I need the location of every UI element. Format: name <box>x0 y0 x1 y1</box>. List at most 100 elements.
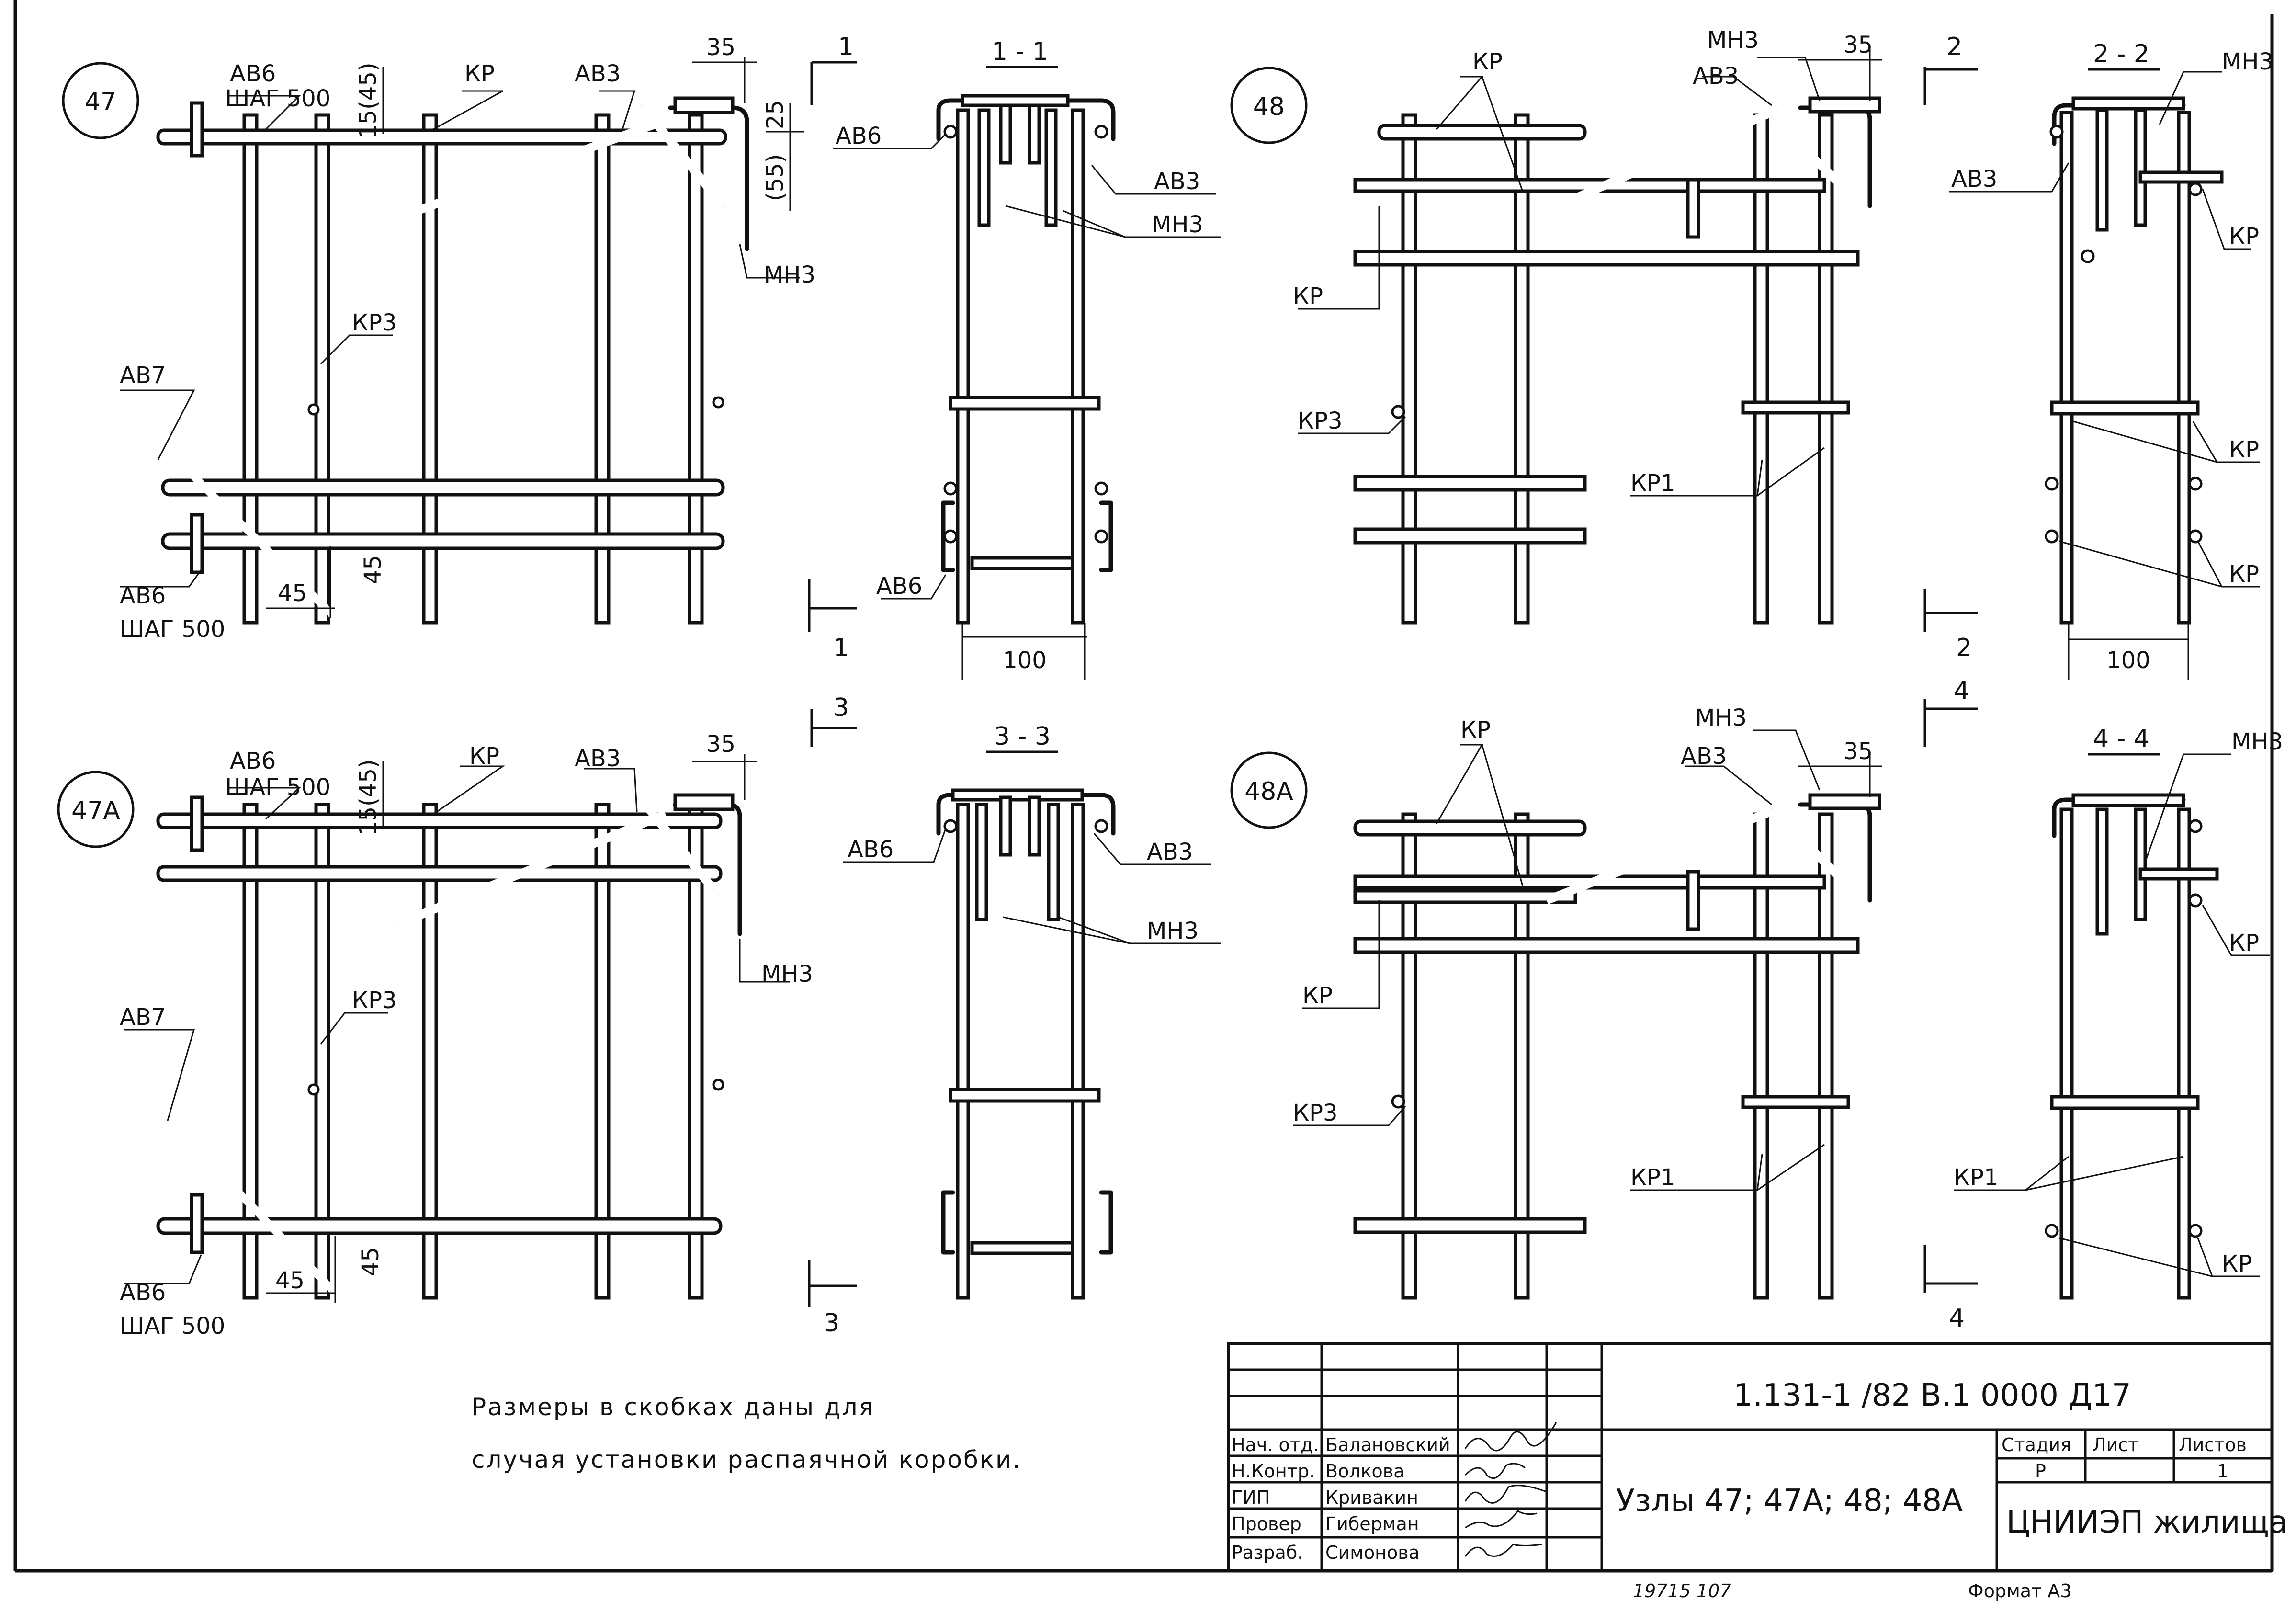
bar <box>161 532 725 550</box>
person-name: Гиберман <box>1325 1513 1419 1534</box>
dim-100: 100 <box>1003 647 1047 674</box>
format-label: Формат А3 <box>1968 1580 2071 1601</box>
doc-code: 1.131-1 /82 В.1 0000 Д17 <box>1733 1378 2131 1413</box>
title-block: 1.131-1 /82 В.1 0000 Д17 Узлы 47; 47А; 4… <box>1227 1342 2288 1572</box>
bar <box>161 478 725 497</box>
note-line-1: Размеры в скобках даны для <box>472 1393 875 1421</box>
section-title-4-4: 4 - 4 <box>2093 725 2149 753</box>
dim-45: 45 <box>278 580 307 607</box>
label-step: ШАГ 500 <box>120 1313 225 1340</box>
label-mn3: МН3 <box>1152 211 1203 238</box>
label-ab3: АВ3 <box>1951 166 1997 193</box>
label-ab3: АВ3 <box>1154 168 1200 195</box>
dim-55: (55) <box>762 154 789 201</box>
label-kp: КР <box>1293 283 1323 310</box>
dim-15-45: 15(45) <box>355 62 382 139</box>
label-kp: КР <box>1460 716 1491 743</box>
section-marker-1: 1 1 <box>808 33 857 662</box>
label-kp: КР <box>2229 436 2259 463</box>
dim-45: 45 <box>360 555 386 584</box>
label-ab3: АВ3 <box>575 60 621 87</box>
person-name: Кривакин <box>1325 1487 1418 1508</box>
label-kp3: КР3 <box>1298 408 1343 434</box>
person-name: Волкова <box>1325 1461 1405 1482</box>
dim-15-45: 15(45) <box>355 759 382 836</box>
sheet-header: Лист <box>2092 1434 2138 1455</box>
signature <box>1464 1422 1557 1452</box>
doc-title: Узлы 47; 47А; 48; 48А <box>1616 1483 1963 1519</box>
node-47a-circle <box>57 771 135 848</box>
node-47-plan: 47 <box>62 34 815 643</box>
ab6-stub <box>190 513 204 574</box>
label-ab6: АВ6 <box>836 123 882 149</box>
label-mn3: МН3 <box>764 261 815 288</box>
label-kp3: КР3 <box>352 309 397 336</box>
dim-35: 35 <box>1844 738 1873 765</box>
label-kp1: КР1 <box>1630 1164 1675 1191</box>
dim-45: 45 <box>275 1267 305 1294</box>
label-ab6: АВ6 <box>230 748 276 774</box>
section-1-bottom: 1 <box>833 634 849 662</box>
section-marker-2: 2 2 <box>1923 33 1978 662</box>
label-kp1: КР1 <box>1630 470 1675 497</box>
section-3-top: 3 <box>833 693 849 722</box>
dim-45: 45 <box>357 1247 384 1276</box>
node-48a-plan: 48А КР МН3 АВ3 КР КР3 КР1 3 <box>1230 704 1882 1300</box>
role: Нач. отд. <box>1232 1434 1319 1455</box>
dim-100: 100 <box>2106 647 2150 674</box>
label-step: ШАГ 500 <box>225 85 330 112</box>
label-kp: КР <box>1302 982 1333 1009</box>
stage-header: Стадия <box>2002 1434 2071 1455</box>
section-2-top: 2 <box>1946 33 1962 61</box>
signature <box>1464 1544 1542 1557</box>
dim-35: 35 <box>706 731 735 758</box>
node-47-circle <box>62 62 139 139</box>
sheets-header: Листов <box>2179 1434 2247 1455</box>
label-ab6: АВ6 <box>848 836 894 863</box>
label-kp: КР <box>469 743 499 770</box>
dim-35: 35 <box>1844 32 1873 58</box>
dim-35: 35 <box>706 34 735 61</box>
section-4-top: 4 <box>1954 677 1969 705</box>
signature <box>1464 1463 1526 1479</box>
section-title-3-3: 3 - 3 <box>994 722 1051 751</box>
role: Провер <box>1232 1513 1301 1534</box>
section-marker-4: 4 4 <box>1923 677 1978 1333</box>
node-47-label: 47 <box>85 88 116 116</box>
role: ГИП <box>1232 1487 1270 1508</box>
ab6-bar <box>156 128 727 146</box>
dim-25: 25 <box>762 100 789 129</box>
label-kp3: КР3 <box>1293 1100 1338 1126</box>
node-47a-plan: 47А АВ6 ШАГ 500 КР АВ3 <box>57 731 813 1340</box>
stage-value: Р <box>2035 1461 2046 1482</box>
section-title-1-1: 1 - 1 <box>992 37 1048 66</box>
org-name: ЦНИИЭП жилища <box>2006 1505 2288 1540</box>
label-kp1: КР1 <box>1954 1164 1999 1191</box>
section-4-bottom: 4 <box>1949 1304 1965 1333</box>
label-kp3: КР3 <box>352 987 397 1014</box>
label-ab7: АВ7 <box>120 362 166 389</box>
mn3-plate <box>673 96 735 114</box>
inventory-number: 19715 107 <box>1633 1580 1731 1601</box>
label-mn3: МН3 <box>1695 704 1747 731</box>
label-step: ШАГ 500 <box>225 774 330 801</box>
node-48-circle <box>1230 67 1308 144</box>
label-ab7: АВ7 <box>120 1004 166 1031</box>
label-kp: КР <box>2229 561 2259 588</box>
node-47a-label: 47А <box>71 796 120 825</box>
node-48a-label: 48А <box>1244 777 1293 806</box>
label-mn3: МН3 <box>2222 48 2273 75</box>
label-ab3: АВ3 <box>1693 63 1739 90</box>
role: Разраб. <box>1232 1542 1303 1563</box>
section-1-top: 1 <box>838 33 854 61</box>
rod-section <box>712 396 724 409</box>
node-48a-circle <box>1230 751 1308 829</box>
rod-section <box>307 403 320 416</box>
section-2-2: 2 - 2 100 МН3 АВ3 КР КР КР <box>1949 40 2273 680</box>
label-ab3: АВ3 <box>1147 839 1193 865</box>
section-3-bottom: 3 <box>824 1309 839 1338</box>
label-kp: КР <box>464 60 495 87</box>
label-mn3: МН3 <box>1707 27 1759 54</box>
